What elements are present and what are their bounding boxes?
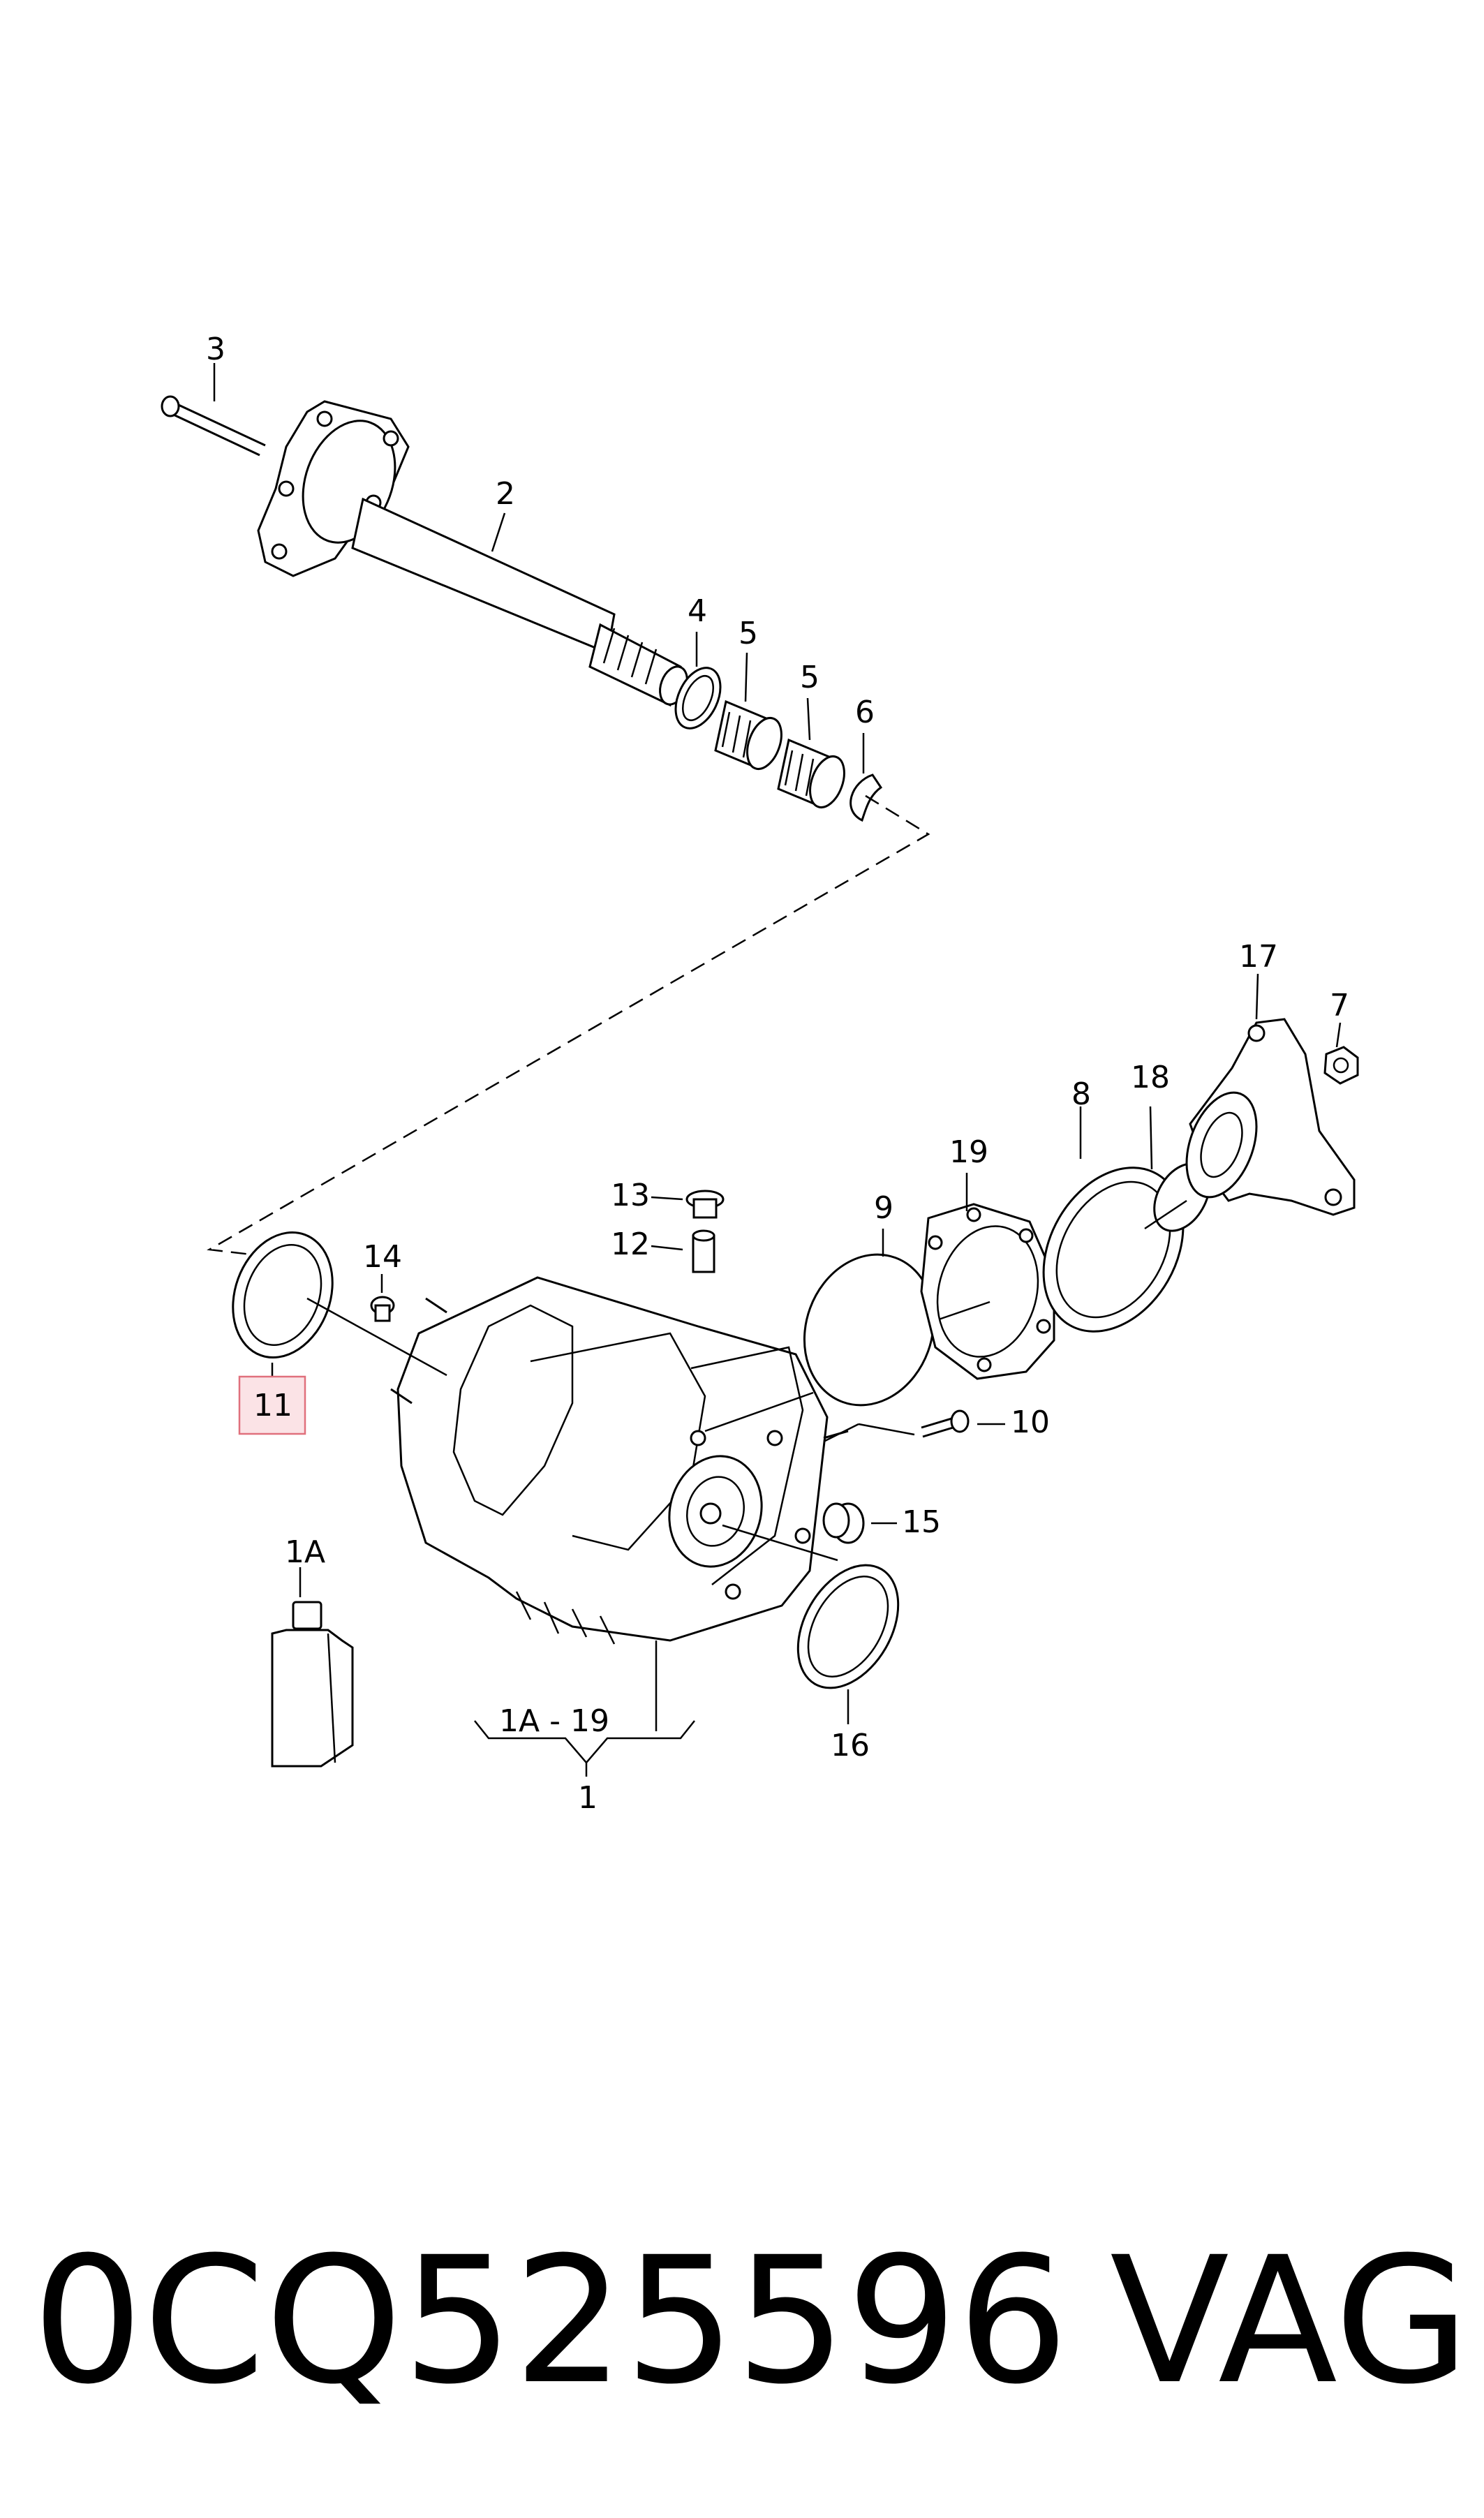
callout-12: 12 (611, 1227, 650, 1262)
callout-labels: 3 2 4 5 5 6 17 7 18 8 19 9 13 12 14 10 1… (206, 332, 1349, 1816)
breather-cap[interactable] (685, 1190, 725, 1219)
callout-14: 14 (363, 1239, 402, 1275)
circlip[interactable] (849, 773, 883, 822)
callout-17: 17 (1239, 939, 1278, 975)
callout-7: 7 (1330, 988, 1349, 1023)
callout-5a: 5 (739, 616, 758, 651)
flange-nut[interactable] (1323, 1046, 1359, 1085)
callout-15: 15 (902, 1504, 941, 1540)
brand-name: VAG (1110, 2219, 1470, 2422)
callout-1: 1 (578, 1780, 598, 1816)
flange-seal[interactable] (1016, 1143, 1212, 1357)
callout-8: 8 (1071, 1076, 1091, 1112)
breather-sleeve[interactable] (692, 1229, 715, 1273)
callout-9: 9 (874, 1190, 893, 1226)
o-ring[interactable] (784, 1236, 954, 1423)
highlight-box (238, 1375, 306, 1435)
needle-bearing-2[interactable] (777, 738, 851, 812)
callout-13: 13 (611, 1178, 650, 1213)
needle-bearing-1[interactable] (714, 699, 788, 773)
cover-gasket[interactable] (920, 1203, 1055, 1380)
part-number: 0CQ525596 (32, 2219, 1069, 2422)
output-flange[interactable] (1173, 1018, 1356, 1216)
callout-1a: 1A (285, 1534, 325, 1570)
callout-5b: 5 (800, 660, 819, 695)
callout-10: 10 (1011, 1405, 1050, 1440)
oil-seal-ring[interactable] (216, 1218, 350, 1371)
cover-bolt[interactable] (921, 1409, 970, 1438)
callout-19: 19 (949, 1134, 988, 1170)
callout-4: 4 (688, 593, 707, 629)
callout-6: 6 (855, 695, 875, 730)
bearing-ring[interactable] (667, 660, 729, 735)
callout-16: 16 (831, 1728, 870, 1763)
callout-18: 18 (1131, 1060, 1170, 1095)
assembly-guide-line (207, 794, 930, 1258)
callout-1a-19: 1A - 19 (499, 1703, 609, 1739)
drain-plug[interactable] (370, 1296, 395, 1322)
drive-flange-seal[interactable] (778, 1548, 919, 1706)
sealing-cap[interactable] (822, 1502, 865, 1544)
callout-11: 11 (253, 1388, 292, 1423)
callout-3: 3 (206, 332, 225, 367)
callout-2: 2 (496, 476, 515, 512)
drive-shaft[interactable] (161, 395, 692, 708)
oil-bottle[interactable] (271, 1601, 354, 1768)
gearbox-housing[interactable] (390, 1276, 849, 1645)
